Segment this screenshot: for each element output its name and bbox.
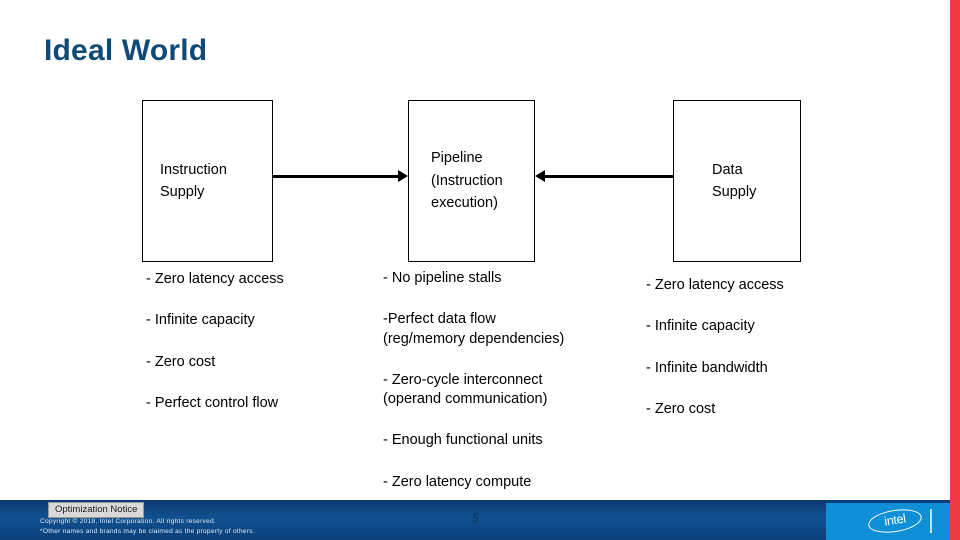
page-title: Ideal World xyxy=(44,34,208,67)
intel-logo-divider xyxy=(930,509,932,533)
footer-bar xyxy=(0,500,950,540)
diagram-box-instruction-supply-label: Instruction Supply xyxy=(160,161,227,200)
intel-logo-panel xyxy=(826,503,950,540)
arrow-right-icon xyxy=(398,170,408,182)
list-item: - Zero cost xyxy=(646,400,716,417)
arrow-left-icon xyxy=(535,170,545,182)
intel-logo-icon: intel xyxy=(866,505,924,537)
list-item: - Enough functional units xyxy=(383,432,543,449)
list-item: - Perfect control flow xyxy=(146,394,279,411)
diagram-box-pipeline-label: Pipeline (Instruction execution) xyxy=(431,150,503,212)
list-item: - Zero latency access xyxy=(646,277,784,293)
page-number: 5 xyxy=(472,511,479,525)
optimization-notice-chip[interactable]: Optimization Notice xyxy=(48,502,145,519)
diagram-box-data-supply: Data Supply xyxy=(673,100,801,262)
arrow-instruction-to-pipeline-line xyxy=(273,175,400,178)
right-accent-bar xyxy=(950,0,960,540)
list-item: - No pipeline stalls xyxy=(383,270,502,286)
list-item: - Zero-cycle interconnect (operand commu… xyxy=(383,371,548,408)
list-item: - Infinite capacity xyxy=(646,318,755,335)
footer-copyright-text: Copyright © 2018, Intel Corporation. All… xyxy=(40,518,255,536)
diagram-box-data-supply-label: Data Supply xyxy=(712,161,757,200)
bullet-column-pipeline: - No pipeline stalls -Perfect data flow … xyxy=(383,269,648,514)
arrow-data-to-pipeline-line xyxy=(543,175,673,178)
list-item: - Infinite bandwidth xyxy=(646,359,768,376)
list-item: - Zero cost xyxy=(146,353,216,370)
list-item: - Infinite capacity xyxy=(146,312,255,329)
diagram-box-pipeline: Pipeline (Instruction execution) xyxy=(408,100,535,262)
list-item: - Zero latency compute xyxy=(383,473,532,490)
list-item: - Zero latency access xyxy=(146,271,284,287)
bullet-column-data-supply: - Zero latency access - Infinite capacit… xyxy=(646,276,906,441)
diagram-box-instruction-supply: Instruction Supply xyxy=(142,100,273,262)
bullet-column-instruction-supply: - Zero latency access - Infinite capacit… xyxy=(146,270,396,435)
list-item: -Perfect data flow (reg/memory dependenc… xyxy=(383,311,565,347)
